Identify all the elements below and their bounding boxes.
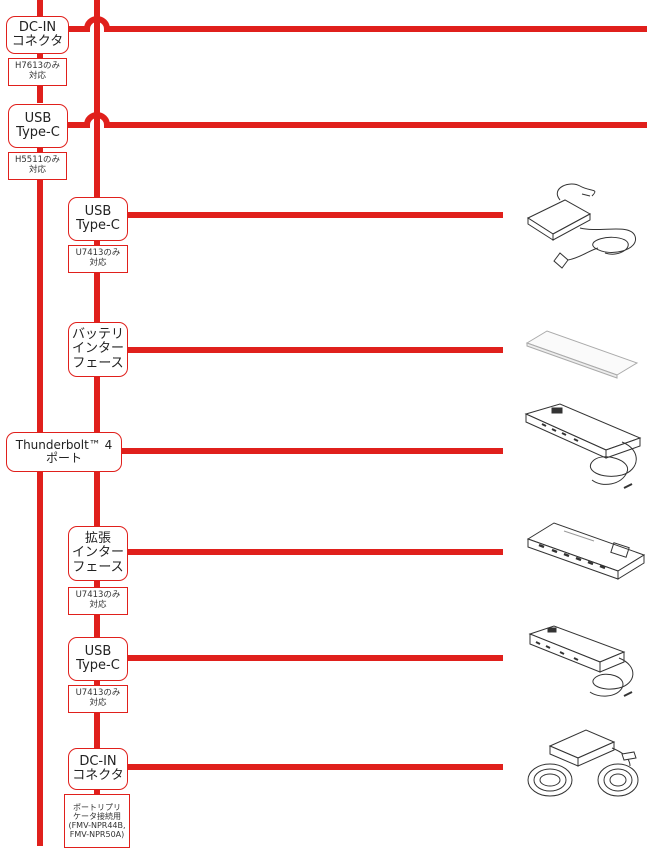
port-expansion-interface: 拡張 インター フェース [68, 526, 128, 581]
port-label: DC-IN コネクタ [72, 753, 124, 783]
note-dcin-top: H7613のみ 対応 [8, 58, 67, 86]
note-dcin-bottom: ポートリプリ ケータ接続用 (FMV-NPR44B, FMV-NPR50A) [64, 794, 130, 848]
port-usbc-top: USB Type-C [8, 104, 68, 148]
port-label: 拡張 インター フェース [71, 531, 124, 575]
thunderbolt-dock-icon [524, 403, 642, 489]
port-replicator-icon [526, 522, 646, 580]
port-dcin-top: DC-IN コネクタ [6, 16, 69, 54]
port-battery-interface: バッテリ インター フェース [68, 322, 128, 377]
port-label: USB Type-C [76, 203, 120, 233]
port-dcin-bottom: DC-IN コネクタ [68, 748, 128, 790]
battery-pack-icon [525, 330, 639, 379]
port-label: DC-IN コネクタ [11, 19, 64, 49]
port-label: Thunderbolt™ 4 ポート [15, 437, 113, 465]
wire-usbc-top [67, 112, 647, 128]
note-expansion: U7413のみ 対応 [68, 587, 128, 615]
wire-dcin-top [67, 16, 647, 32]
usbc-dock-icon [528, 625, 634, 697]
note-usbc-adapter: U7413のみ 対応 [68, 245, 128, 273]
ac-adapter-dcin-icon [527, 729, 639, 797]
note-usbc-dock: U7413のみ 対応 [68, 685, 128, 713]
note-usbc-top: H5511のみ 対応 [8, 152, 67, 180]
port-usbc-adapter: USB Type-C [68, 197, 128, 241]
port-note: H7613のみ 対応 [14, 61, 61, 81]
port-note: U7413のみ 対応 [75, 248, 121, 268]
port-note: ポートリプリ ケータ接続用 (FMV-NPR44B, FMV-NPR50A) [68, 802, 126, 840]
port-usbc-dock: USB Type-C [68, 637, 128, 681]
port-thunderbolt: Thunderbolt™ 4 ポート [6, 432, 122, 472]
ac-adapter-usbc-icon [526, 183, 636, 269]
port-label: USB Type-C [16, 110, 60, 140]
port-note: H5511のみ 対応 [14, 155, 61, 175]
port-note: U7413のみ 対応 [75, 688, 121, 708]
port-label: バッテリ インター フェース [71, 327, 124, 371]
port-note: U7413のみ 対応 [75, 590, 121, 610]
port-label: USB Type-C [76, 643, 120, 673]
